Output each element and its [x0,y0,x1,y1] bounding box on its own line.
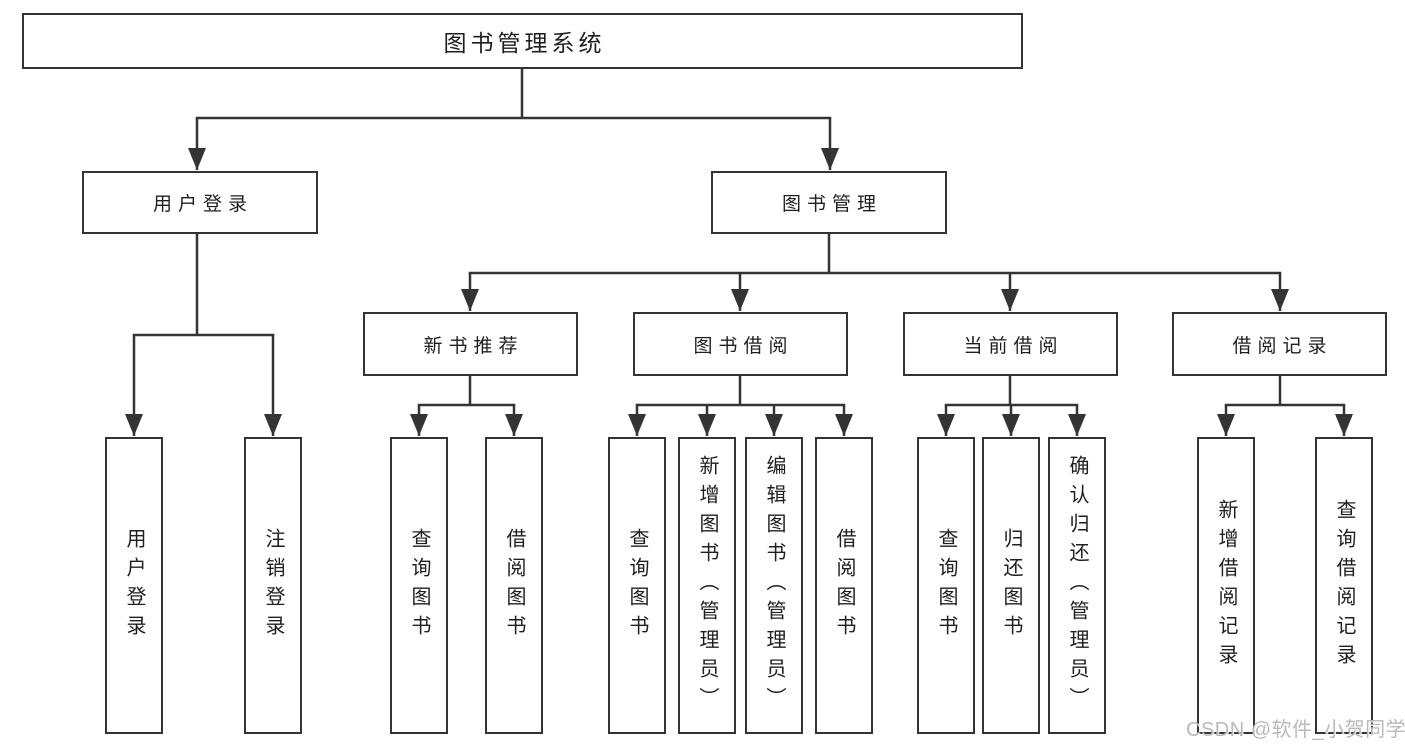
node-book-borrow: 图书借阅 [633,312,848,376]
leaf-edit-book-admin: 编辑图书（管理员） [745,437,803,734]
leaf-query-books-current: 查询图书 [917,437,975,734]
node-root: 图书管理系统 [22,13,1023,69]
leaf-borrow-books: 借阅图书 [815,437,873,734]
leaf-logout: 注销登录 [244,437,302,734]
node-borrow-records: 借阅记录 [1172,312,1387,376]
node-book-management: 图书管理 [711,171,947,234]
leaf-borrow-books-recommend: 借阅图书 [485,437,543,734]
leaf-add-borrow-record: 新增借阅记录 [1197,437,1255,734]
leaf-confirm-return-admin: 确认归还（管理员） [1048,437,1106,734]
leaf-user-login: 用户登录 [105,437,163,734]
watermark: CSDN @软件_小贺同学 [1186,719,1405,741]
leaf-query-books-recommend: 查询图书 [390,437,448,734]
leaf-query-books-borrow: 查询图书 [608,437,666,734]
leaf-add-book-admin: 新增图书（管理员） [678,437,736,734]
node-current-borrow: 当前借阅 [903,312,1118,376]
leaf-query-borrow-record: 查询借阅记录 [1315,437,1373,734]
node-user-login: 用户登录 [82,171,318,234]
node-new-book-recommend: 新书推荐 [363,312,578,376]
leaf-return-book: 归还图书 [982,437,1040,734]
